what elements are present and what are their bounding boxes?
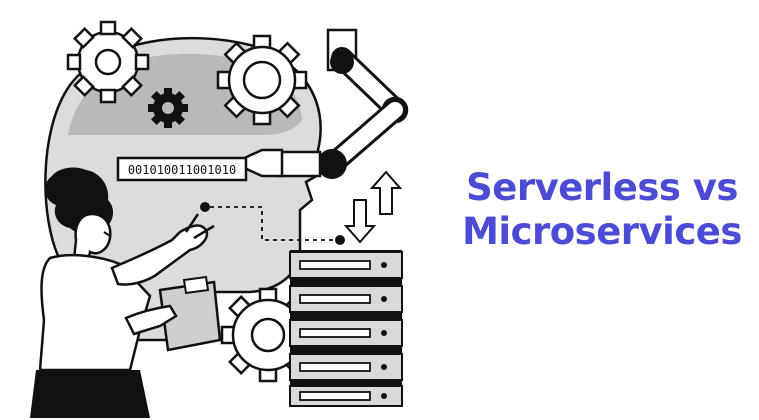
person-icon xyxy=(30,167,215,418)
server-rack-icon xyxy=(289,250,403,407)
connector-line xyxy=(200,202,345,245)
binary-strip xyxy=(116,156,248,182)
gear-icon xyxy=(216,34,308,126)
gear-icon xyxy=(66,20,150,104)
serverless-illustration: 001010011001010 xyxy=(30,20,409,418)
robotic-arm-icon xyxy=(238,28,409,179)
page-title: Serverless vs Microservices xyxy=(452,166,752,254)
binary-text: 001010011001010 xyxy=(128,163,236,177)
title-line-1: Serverless vs xyxy=(466,166,738,209)
clipboard-icon xyxy=(124,275,222,352)
gear-icon xyxy=(148,88,188,128)
title-line-2: Microservices xyxy=(462,210,742,253)
arrows-up-down-icon xyxy=(343,170,403,244)
